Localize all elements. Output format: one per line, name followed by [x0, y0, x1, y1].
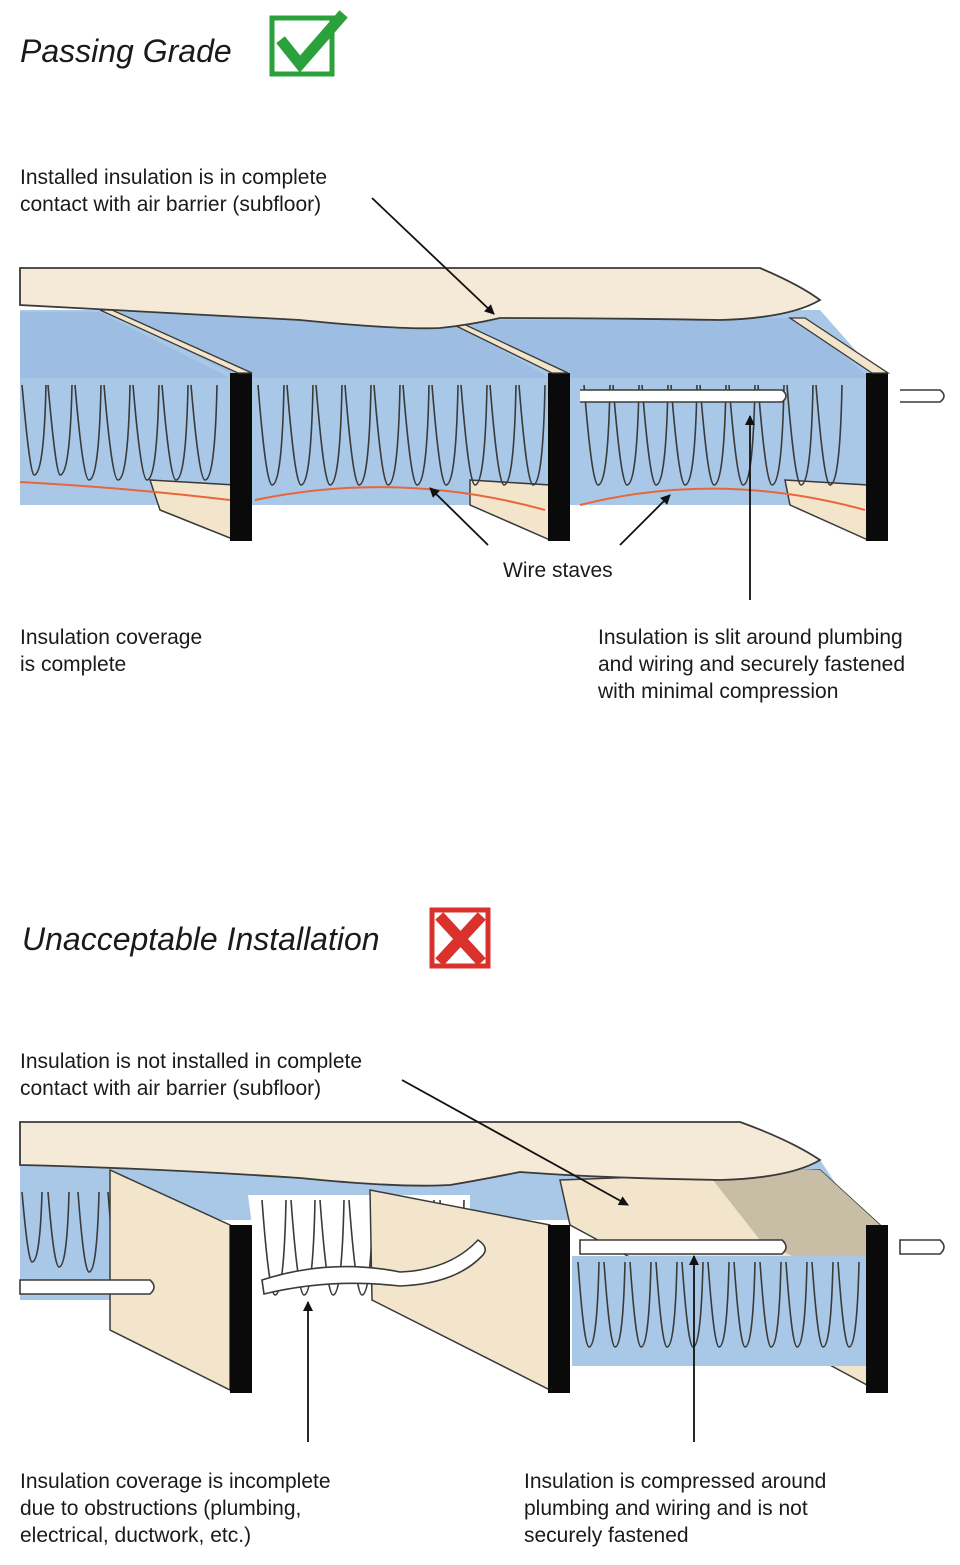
floor-assembly-unacceptable — [20, 1122, 944, 1393]
joist-edge — [866, 1225, 888, 1393]
svg-text:Insulation is not installed in: Insulation is not installed in complete — [20, 1050, 362, 1073]
callout-air-barrier-passing: Installed insulation is in complete cont… — [20, 166, 327, 216]
checkmark-icon — [272, 18, 340, 74]
svg-text:and wiring and securely fasten: and wiring and securely fastened — [598, 653, 905, 676]
wire-staves-label: Wire staves — [503, 559, 613, 582]
callout-slit-passing: Insulation is slit around plumbing and w… — [597, 626, 905, 703]
joist-edge — [866, 373, 888, 541]
svg-text:Installed insulation is in com: Installed insulation is in complete — [20, 166, 327, 189]
svg-text:due to obstructions (plumbing,: due to obstructions (plumbing, — [20, 1497, 301, 1520]
pipe-passing — [580, 390, 944, 402]
callout-compressed-unacceptable: Insulation is compressed around plumbing… — [524, 1470, 826, 1547]
passing-title: Passing Grade — [20, 33, 232, 69]
svg-text:contact with air barrier (subf: contact with air barrier (subfloor) — [20, 1077, 321, 1100]
svg-text:securely fastened: securely fastened — [524, 1524, 689, 1547]
unacceptable-section: Unacceptable Installation Insulation is … — [20, 910, 944, 1547]
callout-coverage-passing: Insulation coverage is complete — [20, 626, 202, 676]
joist-edge — [548, 373, 570, 541]
passing-section: Passing Grade Installed insulation is in… — [20, 18, 944, 703]
callout-air-barrier-unacceptable: Insulation is not installed in complete … — [20, 1050, 362, 1100]
svg-text:is complete: is complete — [20, 653, 126, 676]
svg-text:Insulation is compressed aroun: Insulation is compressed around — [524, 1470, 826, 1493]
floor-assembly-passing — [20, 268, 944, 541]
svg-text:contact with air barrier (subf: contact with air barrier (subfloor) — [20, 193, 321, 216]
svg-text:Insulation coverage is incompl: Insulation coverage is incomplete — [20, 1470, 331, 1493]
callout-coverage-unacceptable: Insulation coverage is incomplete due to… — [20, 1470, 331, 1547]
joist-edge — [548, 1225, 570, 1393]
svg-text:plumbing and wiring and is not: plumbing and wiring and is not — [524, 1497, 808, 1520]
x-mark-icon — [432, 910, 488, 966]
svg-text:electrical, ductwork, etc.): electrical, ductwork, etc.) — [20, 1524, 251, 1547]
svg-text:with minimal compression: with minimal compression — [597, 680, 838, 703]
joist-edge — [230, 373, 252, 541]
svg-text:Insulation coverage: Insulation coverage — [20, 626, 202, 649]
joist-edge — [230, 1225, 252, 1393]
unacceptable-title: Unacceptable Installation — [22, 921, 380, 957]
svg-text:Insulation is slit around plum: Insulation is slit around plumbing — [598, 626, 903, 649]
